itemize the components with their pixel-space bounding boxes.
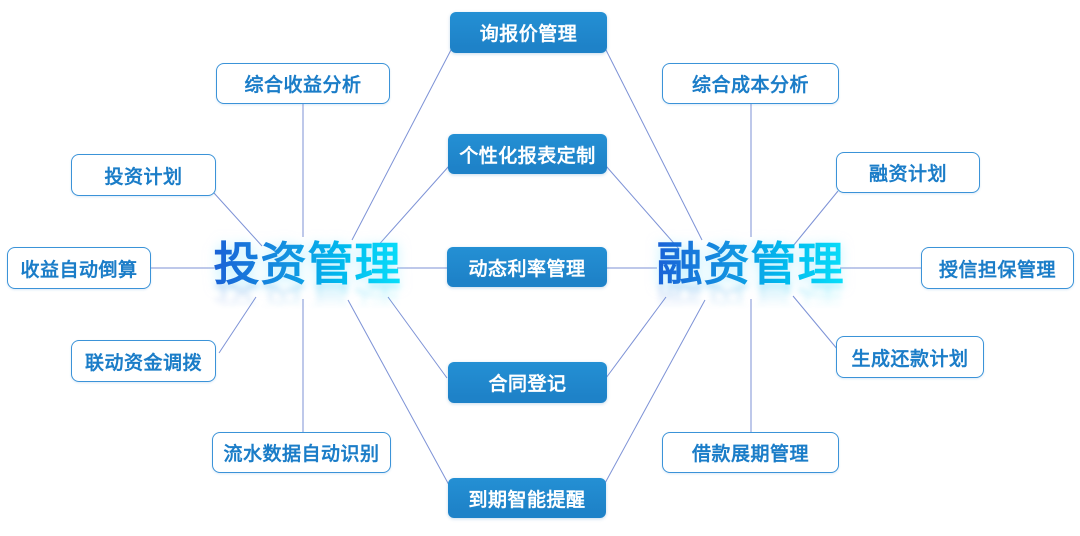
node-credit-guarantee-mgmt: 授信担保管理 xyxy=(921,247,1074,289)
connector-line xyxy=(387,296,448,379)
connector-line xyxy=(605,296,667,379)
node-dynamic-rate-mgmt: 动态利率管理 xyxy=(447,247,607,287)
node-custom-report: 个性化报表定制 xyxy=(448,134,607,174)
connector-line xyxy=(374,165,450,250)
hub-financing: 融资管理 融资管理 xyxy=(653,237,848,331)
node-investment-plan: 投资计划 xyxy=(71,154,216,196)
connector-line xyxy=(604,47,703,241)
node-linked-fund-transfer: 联动资金调拨 xyxy=(71,340,216,382)
node-inquiry-quote-mgmt: 询报价管理 xyxy=(450,12,607,53)
hub-investment: 投资管理 投资管理 xyxy=(210,237,405,331)
node-maturity-reminder: 到期智能提醒 xyxy=(448,478,606,518)
node-auto-income-calc: 收益自动倒算 xyxy=(7,247,151,289)
node-contract-registration: 合同登记 xyxy=(448,362,607,403)
connector-line xyxy=(792,190,839,247)
connector-line xyxy=(213,192,263,247)
connector-line xyxy=(347,299,450,486)
connector-line xyxy=(218,296,257,354)
connector-line xyxy=(792,295,839,351)
connector-line xyxy=(351,47,453,241)
node-comprehensive-income-analysis: 综合收益分析 xyxy=(216,63,390,104)
node-financing-plan: 融资计划 xyxy=(836,152,980,193)
connector-line xyxy=(605,165,680,250)
connector-line xyxy=(603,299,706,486)
node-flow-data-recognition: 流水数据自动识别 xyxy=(212,432,391,473)
hub-financing-label: 融资管理 xyxy=(653,237,848,292)
node-repayment-plan-generation: 生成还款计划 xyxy=(836,336,984,378)
node-comprehensive-cost-analysis: 综合成本分析 xyxy=(662,63,839,104)
hub-investment-label: 投资管理 xyxy=(210,237,405,292)
node-loan-extension-mgmt: 借款展期管理 xyxy=(662,432,839,473)
